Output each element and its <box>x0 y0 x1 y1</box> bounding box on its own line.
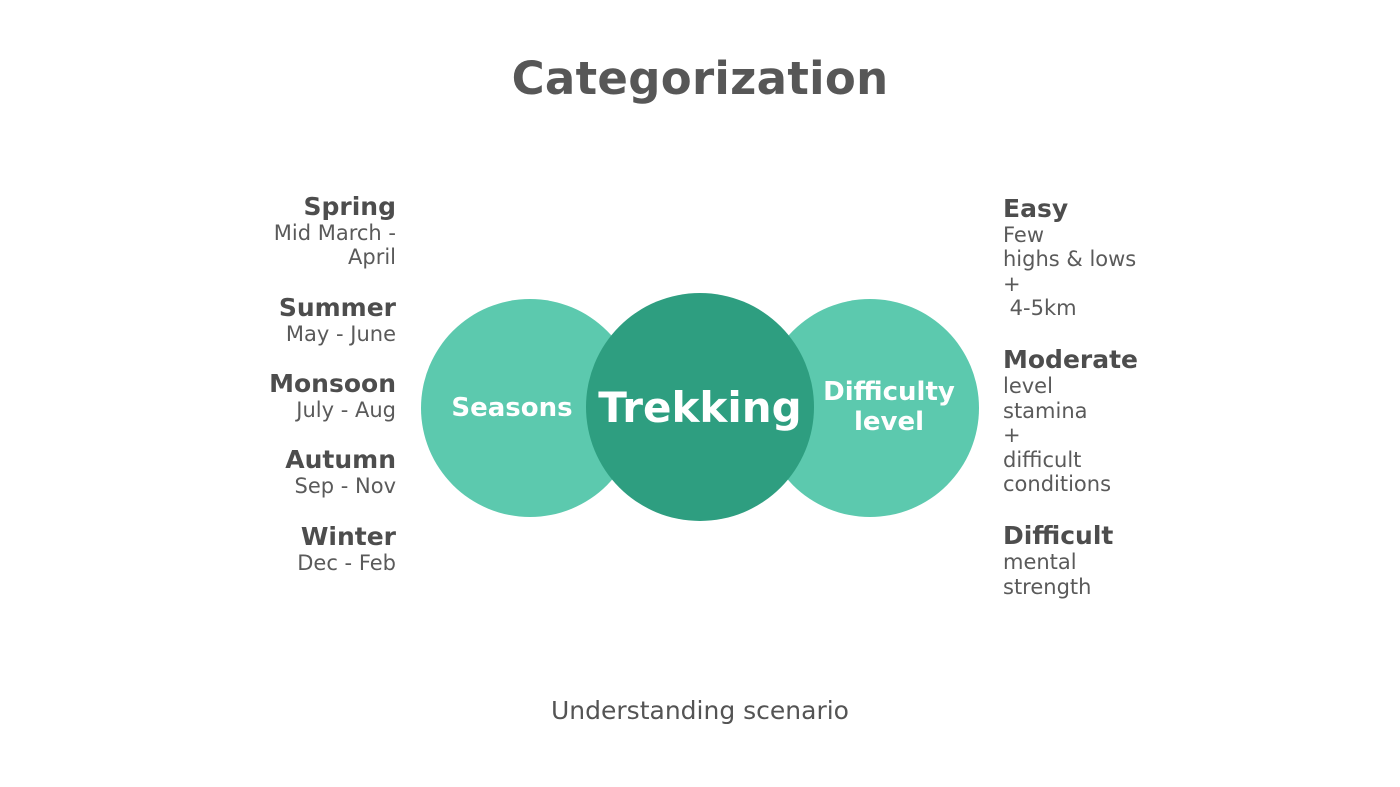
season-name-winter: Winter <box>300 521 396 551</box>
difficulty-detail-line: level <box>1003 374 1053 399</box>
list-item-monsoon: Monsoon July - Aug <box>180 369 396 423</box>
difficulty-list: Easy Few highs & lows + 4-5km Moderate l… <box>1003 195 1293 599</box>
difficulty-detail-moderate: level stamina + difficult conditions <box>1003 374 1293 496</box>
list-item-easy: Easy Few highs & lows + 4-5km <box>1003 194 1293 321</box>
season-name-autumn: Autumn <box>285 445 396 475</box>
list-item-difficult: Difficult mental strength <box>1003 522 1293 599</box>
season-detail-winter: Dec - Feb <box>180 551 396 575</box>
difficulty-detail-line: + <box>1003 271 1021 296</box>
season-detail-line: Dec - Feb <box>297 550 396 575</box>
list-item-spring: Spring Mid March - April <box>180 193 396 270</box>
difficulty-detail-line: 4-5km <box>1003 296 1077 321</box>
venn-label-difficulty: Difficulty level <box>823 377 955 438</box>
season-name-summer: Summer <box>278 292 396 322</box>
difficulty-name-moderate: Moderate <box>1003 345 1139 375</box>
seasons-list: Spring Mid March - April Summer May - Ju… <box>180 193 396 575</box>
difficulty-detail-line: highs & lows <box>1003 247 1137 272</box>
season-name-spring: Spring <box>303 192 397 221</box>
difficulty-detail-difficult: mental strength <box>1003 550 1293 599</box>
list-item-summer: Summer May - June <box>180 292 396 346</box>
difficulty-detail-line: difficult <box>1003 447 1082 472</box>
difficulty-name-easy: Easy <box>1003 194 1069 223</box>
difficulty-detail-line: + <box>1003 423 1021 448</box>
difficulty-name-difficult: Difficult <box>1003 521 1114 551</box>
slide-caption: Understanding scenario <box>551 696 849 725</box>
venn-label-difficulty-line1: Difficulty <box>823 377 955 408</box>
page-title: Categorization <box>511 52 889 105</box>
season-name-monsoon: Monsoon <box>269 369 396 399</box>
list-item-autumn: Autumn Sep - Nov <box>180 445 397 499</box>
venn-label-seasons: Seasons <box>451 393 573 423</box>
venn-circle-trekking[interactable]: Trekking <box>586 293 814 521</box>
venn-label-difficulty-line2: level <box>853 407 925 437</box>
list-item-moderate: Moderate level stamina + difficult condi… <box>1003 346 1293 496</box>
difficulty-detail-easy: Few highs & lows + 4-5km <box>1003 223 1293 320</box>
season-detail-spring: Mid March - April <box>180 221 396 270</box>
difficulty-detail-line: Few <box>1003 223 1045 247</box>
difficulty-detail-line: mental <box>1003 550 1077 575</box>
season-detail-summer: May - June <box>180 322 396 346</box>
season-detail-line: Mid March - <box>273 221 396 245</box>
difficulty-detail-line: strength <box>1003 574 1092 599</box>
season-detail-monsoon: July - Aug <box>180 398 396 422</box>
season-detail-line: Sep - Nov <box>294 474 397 499</box>
difficulty-detail-line: conditions <box>1003 471 1112 496</box>
difficulty-detail-line: stamina <box>1003 398 1088 423</box>
venn-label-trekking: Trekking <box>598 382 802 432</box>
season-detail-line: July - Aug <box>296 398 396 423</box>
season-detail-line: April <box>348 245 396 270</box>
season-detail-autumn: Sep - Nov <box>180 474 397 499</box>
list-item-winter: Winter Dec - Feb <box>180 521 396 575</box>
season-detail-line: May - June <box>285 321 396 346</box>
